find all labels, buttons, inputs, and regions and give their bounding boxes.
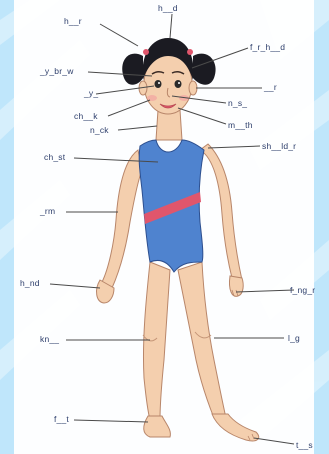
label-cheek: ch__k <box>74 111 98 121</box>
label-neck: n_ck <box>90 125 109 135</box>
line-chest <box>74 158 158 162</box>
line-eye <box>96 86 154 94</box>
line-cheek <box>108 100 150 116</box>
line-foot <box>74 420 148 422</box>
line-mouth <box>178 108 226 124</box>
label-hair: h__r <box>64 16 82 26</box>
label-leg: l_g <box>288 333 300 343</box>
label-arm: _rm <box>40 206 55 216</box>
line-neck <box>118 126 157 130</box>
label-hand: h_nd <box>20 278 40 288</box>
label-chest: ch_st <box>44 152 65 162</box>
label-shoulder: sh__ld_r <box>262 141 296 151</box>
label-ear: __r <box>264 82 277 92</box>
line-nose <box>172 96 226 103</box>
line-head <box>170 14 172 38</box>
line-shoulder <box>208 146 260 148</box>
label-forehead: f_r_h__d <box>250 42 285 52</box>
line-finger <box>236 290 294 292</box>
label-knee: kn__ <box>40 334 59 344</box>
label-eye: _y_ <box>84 88 98 98</box>
label-nose: n_s_ <box>228 98 247 108</box>
line-forehead <box>192 48 248 68</box>
line-hair <box>100 24 138 46</box>
label-head: h__d <box>158 3 178 13</box>
label-mouth: m__th <box>228 120 253 130</box>
label-finger: f_ng_r <box>290 285 315 295</box>
label-eyebrow: _y_br_w <box>40 66 74 76</box>
line-eyebrow <box>88 72 152 76</box>
label-foot: f__t <box>54 414 69 424</box>
line-hand <box>50 284 100 288</box>
line-toes <box>254 438 294 444</box>
label-toes: t__s <box>296 440 313 450</box>
